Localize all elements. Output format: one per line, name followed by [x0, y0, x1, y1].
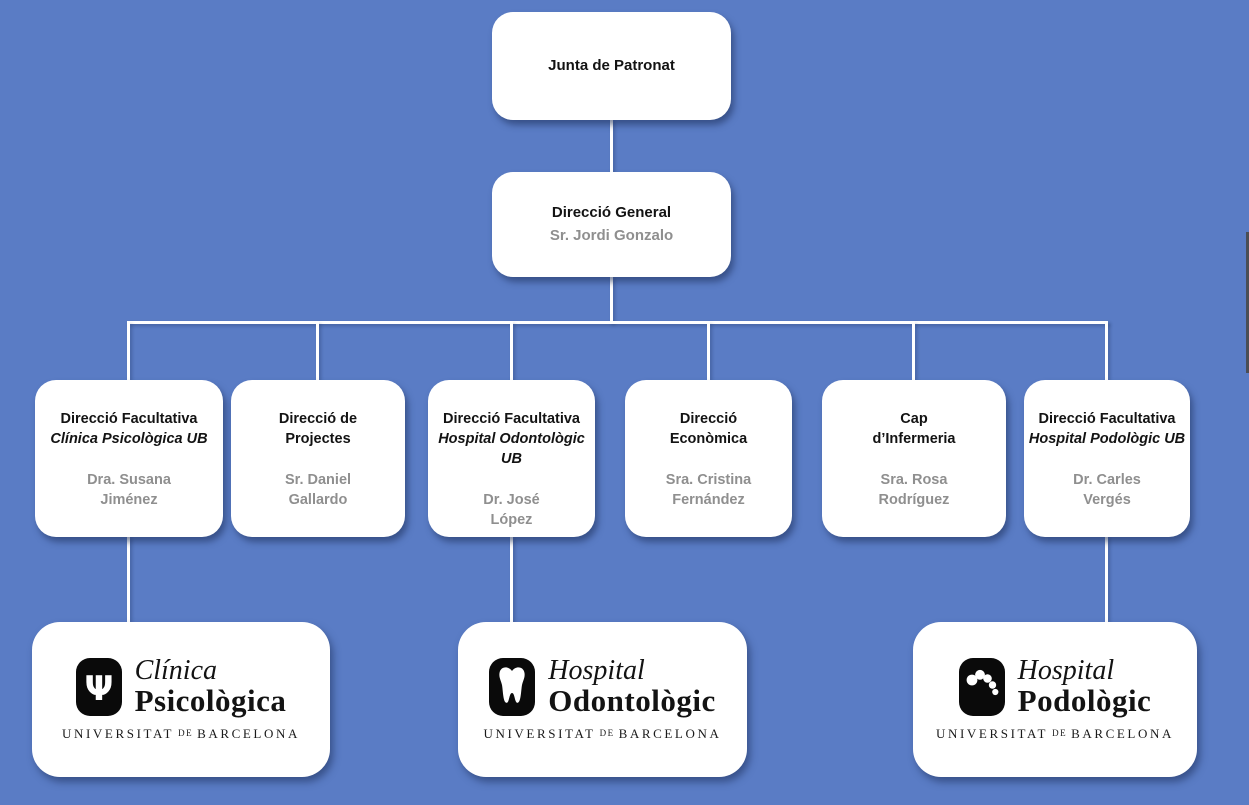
node-person-name: Dra. Susana Jiménez [87, 472, 171, 509]
node-junta-de-patronat: Junta de Patronat [492, 12, 731, 120]
node-direccio-economica: Direcció Econòmica Sra. Cristina Fernánd… [625, 380, 792, 537]
connector-drop-child-3 [510, 322, 513, 381]
scrollbar-thumb[interactable] [1246, 232, 1249, 373]
psi-crest-icon: Ψ [75, 657, 122, 716]
connector-general-bus [610, 276, 613, 323]
connector-drop-logo-podologic [1105, 536, 1108, 623]
univ-de-word: DE [1052, 727, 1068, 738]
footprint-crest-icon [958, 657, 1005, 716]
connector-bus [127, 321, 1108, 324]
connector-drop-child-5 [912, 322, 915, 381]
univ-word: UNIVERSITAT [936, 726, 1049, 742]
node-subtitle: Clínica Psicològica UB [50, 431, 208, 447]
logo-line2: Psicològica [134, 682, 287, 718]
connector-drop-logo-odontologic [510, 536, 513, 623]
logo-line2: Odontològic [548, 682, 716, 718]
logo-name-block: Hospital Podològic [1017, 654, 1152, 718]
univ-word: BARCELONA [1071, 726, 1174, 742]
node-direccio-general: Direcció General Sr. Jordi Gonzalo [492, 172, 731, 277]
univ-de-word: DE [599, 727, 615, 738]
node-direccio-facultativa-clinica-psicologica: Direcció Facultativa Clínica Psicològica… [35, 380, 223, 537]
univ-de-word: DE [178, 727, 194, 738]
connector-drop-logo-psicologica [127, 536, 130, 623]
logo-line1: Hospital [548, 654, 645, 686]
logo-lockup: Ψ Clínica Psicològica [75, 654, 287, 718]
node-person-name: Dr. Carles Vergés [1073, 472, 1141, 509]
connector-drop-child-1 [127, 322, 130, 381]
node-person-name: Sr. Daniel Gallardo [284, 472, 352, 509]
node-direccio-de-projectes: Direcció de Projectes Sr. Daniel Gallard… [231, 380, 405, 537]
node-subtitle: Hospital Odontològic UB [438, 431, 585, 467]
univ-word: BARCELONA [197, 726, 300, 742]
logo-line1: Clínica [134, 654, 218, 686]
logo-name-block: Clínica Psicològica [134, 654, 287, 718]
node-title: Direcció Facultativa [60, 411, 198, 427]
node-title: Direcció Econòmica [669, 411, 748, 447]
node-title: Junta de Patronat [548, 56, 675, 74]
node-title: Direcció Facultativa [1038, 411, 1176, 427]
node-person-name: Sra. Cristina Fernández [665, 472, 752, 509]
node-direccio-facultativa-hospital-odontologic: Direcció Facultativa Hospital Odontològi… [428, 380, 595, 537]
univ-word: UNIVERSITAT [483, 726, 596, 742]
connector-drop-child-4 [707, 322, 710, 381]
logo-lockup: Hospital Podològic [958, 654, 1152, 718]
node-person-name: Sr. Jordi Gonzalo [549, 226, 674, 244]
connector-junta-general [610, 119, 613, 173]
node-person-name: Sra. Rosa Rodríguez [878, 472, 950, 509]
univ-word: UNIVERSITAT [62, 726, 175, 742]
node-title: Cap d’Infermeria [872, 411, 956, 447]
logo-lockup: Hospital Odontològic [489, 654, 716, 718]
logo-line1: Hospital [1017, 654, 1115, 686]
node-subtitle: Hospital Podològic UB [1028, 431, 1186, 447]
node-title: Direcció Facultativa [443, 411, 580, 427]
univ-word: BARCELONA [618, 726, 722, 742]
node-person-name: Dr. José López [483, 492, 540, 529]
node-cap-infermeria: Cap d’Infermeria Sra. Rosa Rodríguez [822, 380, 1006, 537]
logo-line2: Podològic [1017, 682, 1152, 718]
tooth-crest-icon [489, 657, 536, 716]
node-title: Direcció de Projectes [278, 411, 358, 447]
logo-name-block: Hospital Odontològic [548, 654, 716, 718]
svg-text:Ψ: Ψ [84, 669, 113, 709]
connector-drop-child-2 [316, 322, 319, 381]
node-direccio-facultativa-hospital-podologic: Direcció Facultativa Hospital Podològic … [1024, 380, 1190, 537]
node-title: Direcció General [551, 204, 672, 222]
connector-drop-child-6 [1105, 322, 1108, 381]
